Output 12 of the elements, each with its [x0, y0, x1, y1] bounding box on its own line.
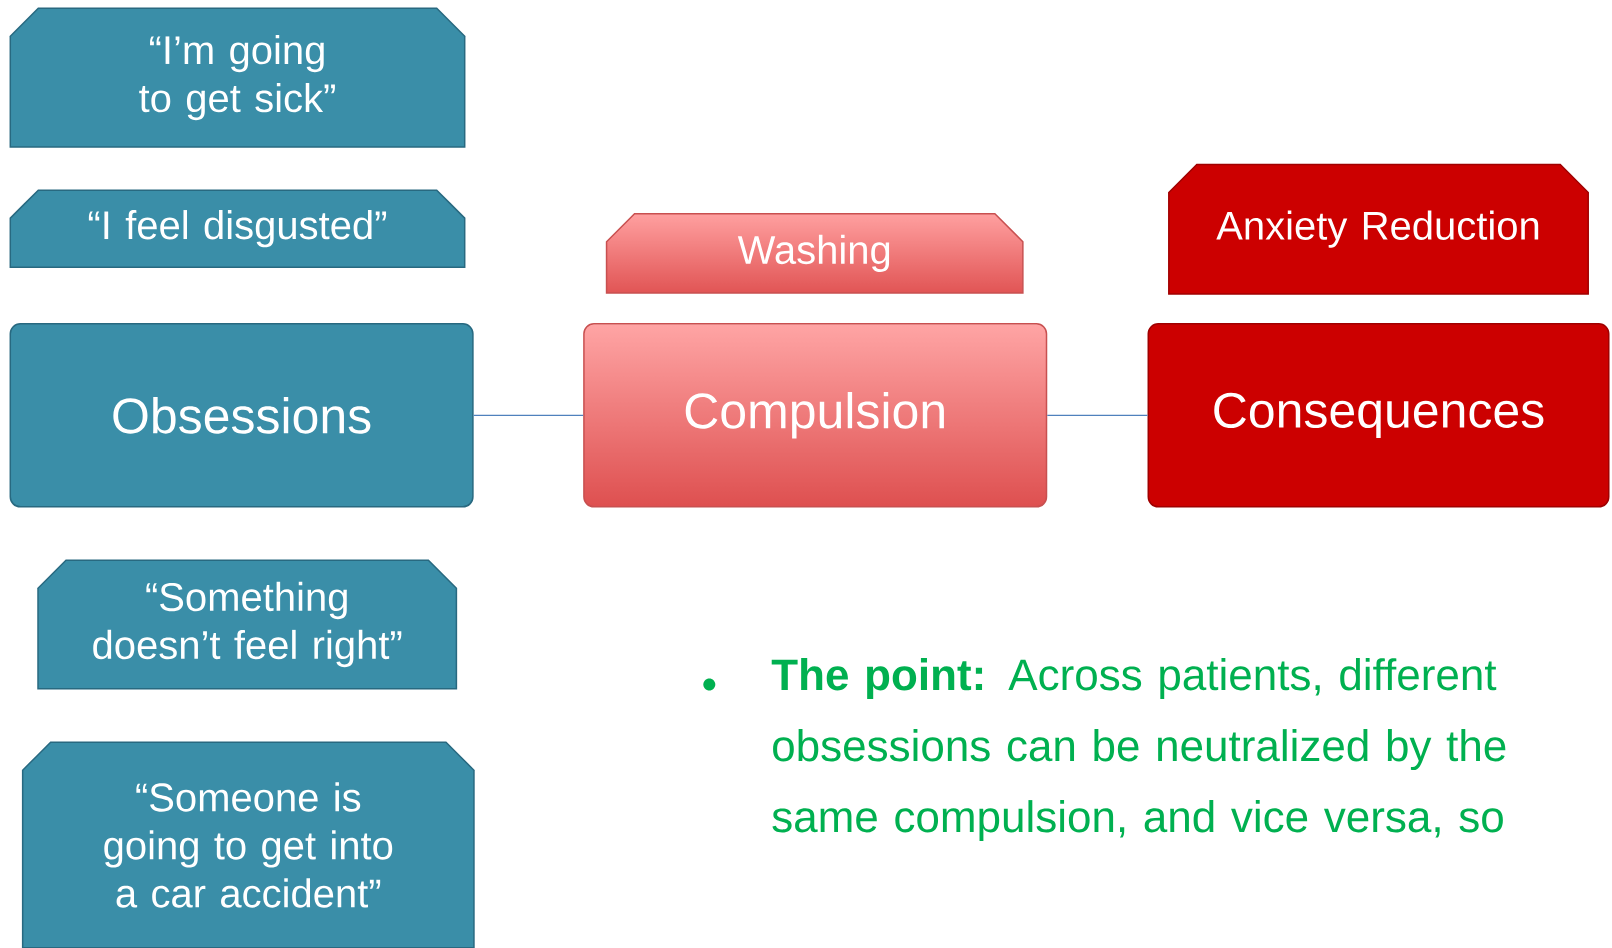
note-text: The point: Across patients, different obsessions can be neutralized by the same compulsion, and vice versa, so	[771, 658, 1506, 842]
example-box: Anxiety Reduction	[1168, 163, 1589, 295]
quote-box: “Something doesn’t feel right”	[37, 559, 458, 690]
category-box: Consequences	[1147, 323, 1610, 508]
connector-line	[473, 414, 584, 416]
category-box: Compulsion	[583, 323, 1048, 508]
quote-box: “I feel disgusted”	[9, 189, 466, 268]
quote-box: “I’m going to get sick”	[9, 7, 466, 148]
category-box: Obsessions	[9, 323, 474, 508]
quote-box: “Someone is going to get into a car accident”	[21, 741, 475, 948]
example-box: Washing	[605, 213, 1024, 294]
connector-line	[1046, 414, 1149, 416]
